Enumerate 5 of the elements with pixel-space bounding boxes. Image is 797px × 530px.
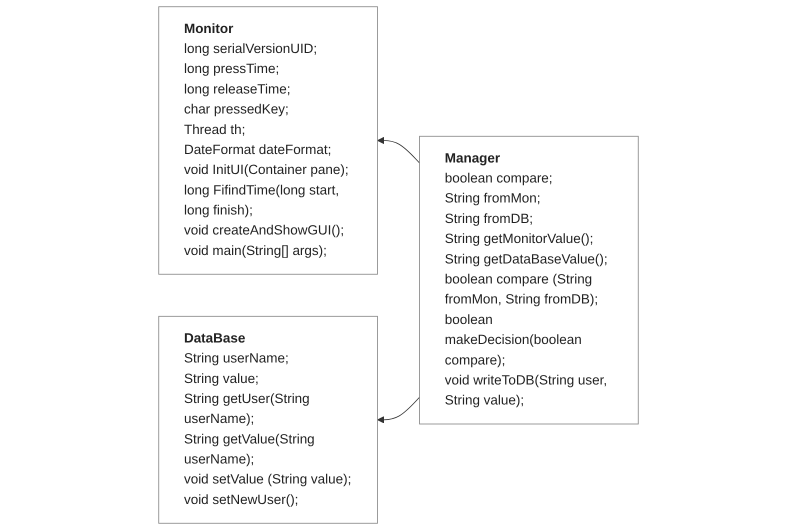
node-box: Manager boolean compare; String fromMon; String fromDB; String getMonitorValue(); String getDataBaseValue(); boolean compare (String fromMon, String fromDB); boolean makeDecision(boolean compare); void writeToDB(String user, String value); xyxy=(419,136,639,424)
node-box: DataBase String userName; String value; String getUser(String userName); String getValue(String userName); void setValue (String value); void setNewUser(); xyxy=(158,316,378,524)
arrow xyxy=(377,136,420,164)
arrow xyxy=(377,396,420,424)
node-box: Monitor long serialVersionUID; long pressTime; long releaseTime; char pressedKey; Thread th; DateFormat dateFormat; void InitUI(Container pane); long FifindTime(long start, long finish); void createAndShowGUI(); void main(String[] args); xyxy=(158,6,378,275)
